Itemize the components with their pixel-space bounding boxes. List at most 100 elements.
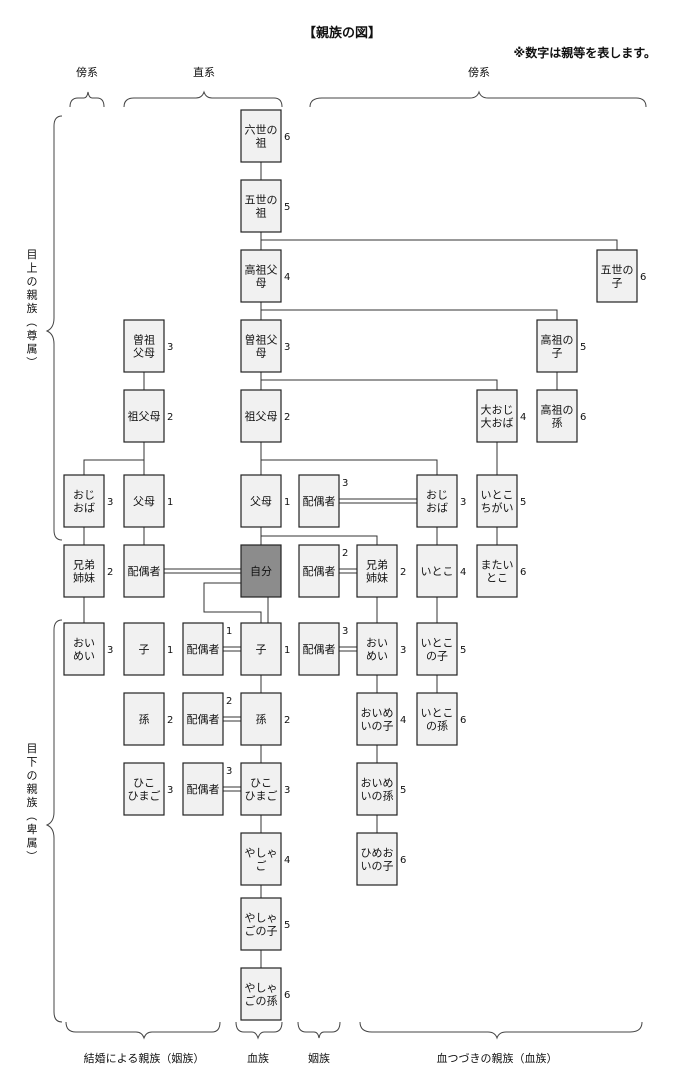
node-label: 六世の bbox=[245, 124, 278, 137]
node-label: おい bbox=[73, 637, 95, 650]
node-degree: 5 bbox=[284, 920, 290, 931]
node-label: おば bbox=[73, 502, 95, 515]
node-label: おいめ bbox=[361, 777, 394, 790]
brace-side-upper bbox=[45, 115, 63, 541]
node-label: 配偶者 bbox=[303, 643, 336, 656]
node-box bbox=[240, 967, 282, 1021]
node-label: ひこ bbox=[250, 777, 272, 790]
node-label: 孫 bbox=[139, 713, 150, 726]
node-box bbox=[240, 249, 282, 303]
node-box bbox=[356, 622, 398, 676]
side-label-char: 族 bbox=[27, 795, 38, 809]
node-label: ごの子 bbox=[245, 924, 278, 938]
header-top-right: 傍系 bbox=[468, 65, 490, 79]
node-label: またい bbox=[481, 559, 514, 572]
node-degree: 3 bbox=[167, 785, 173, 796]
node-label: 自分 bbox=[250, 565, 272, 578]
side-label-char: の bbox=[27, 275, 38, 288]
node-label: おいめ bbox=[361, 707, 394, 720]
node-box bbox=[298, 622, 340, 676]
node-box bbox=[240, 692, 282, 746]
node-degree: 6 bbox=[640, 272, 646, 283]
node-box bbox=[356, 544, 398, 598]
node-label: 大おじ bbox=[481, 403, 514, 417]
node-label: ちがい bbox=[481, 501, 514, 515]
node-box bbox=[416, 544, 458, 598]
line-oji-branch bbox=[261, 459, 438, 475]
node-label: 配偶者 bbox=[187, 783, 220, 796]
node-label: おじ bbox=[426, 489, 448, 502]
side-label-char: 卑 bbox=[27, 822, 38, 836]
node-box bbox=[476, 389, 518, 443]
header-bottom-marriage: 結婚による親族（姻族） bbox=[84, 1051, 205, 1065]
node-label: 子 bbox=[612, 277, 623, 290]
node-degree: 2 bbox=[342, 548, 348, 559]
node-box bbox=[596, 249, 638, 303]
node-degree: 6 bbox=[284, 990, 290, 1001]
header-top-left: 傍系 bbox=[76, 65, 98, 79]
node-box bbox=[240, 179, 282, 233]
node-label: 子 bbox=[139, 643, 150, 656]
node-degree: 1 bbox=[167, 497, 173, 508]
node-degree: 1 bbox=[284, 497, 290, 508]
node-label: いとこ bbox=[421, 637, 454, 650]
node-label: 子 bbox=[256, 643, 267, 656]
node-jibun: 自分 bbox=[240, 544, 282, 598]
node-box bbox=[240, 544, 282, 598]
node-label: 姉妹 bbox=[73, 571, 95, 585]
node-label: 配偶者 bbox=[303, 565, 336, 578]
node-label: 子 bbox=[552, 347, 563, 360]
node-box bbox=[356, 832, 398, 886]
node-label: 祖 bbox=[256, 136, 267, 150]
node-label: 高祖の bbox=[541, 403, 574, 417]
page-title: 【親族の図】 bbox=[302, 26, 381, 41]
node-box bbox=[298, 474, 340, 528]
header-bottom-bloodline: 血つづきの親族（血族） bbox=[437, 1051, 558, 1065]
node-degree: 3 bbox=[167, 342, 173, 353]
node-label: ひこ bbox=[133, 777, 155, 790]
node-degree: 2 bbox=[167, 715, 173, 726]
node-degree: 2 bbox=[400, 567, 406, 578]
node-label: 祖父母 bbox=[245, 409, 278, 423]
node-box bbox=[123, 692, 165, 746]
node-degree: 5 bbox=[580, 342, 586, 353]
node-haiguusha: 配偶者 bbox=[123, 544, 165, 598]
node-label: いとこ bbox=[421, 707, 454, 720]
side-label-char: 上 bbox=[27, 262, 38, 275]
node-box bbox=[182, 692, 224, 746]
line-koso-branch bbox=[261, 309, 558, 320]
node-label: ひまご bbox=[128, 789, 161, 803]
node-box bbox=[123, 762, 165, 816]
side-label-char: 尊 bbox=[27, 328, 38, 342]
node-label: とこ bbox=[486, 572, 508, 585]
node-label: 大おば bbox=[481, 416, 514, 430]
node-degree: 6 bbox=[520, 567, 526, 578]
node-label: 兄弟 bbox=[73, 559, 95, 572]
header-labels: 傍系 直系 傍系 結婚による親族（姻族） 血族 姻族 血つづきの親族（血族） bbox=[76, 65, 558, 1065]
side-label-char: 族 bbox=[27, 301, 38, 315]
node-label: 母 bbox=[256, 277, 267, 290]
line-gosei-branch bbox=[261, 239, 618, 250]
